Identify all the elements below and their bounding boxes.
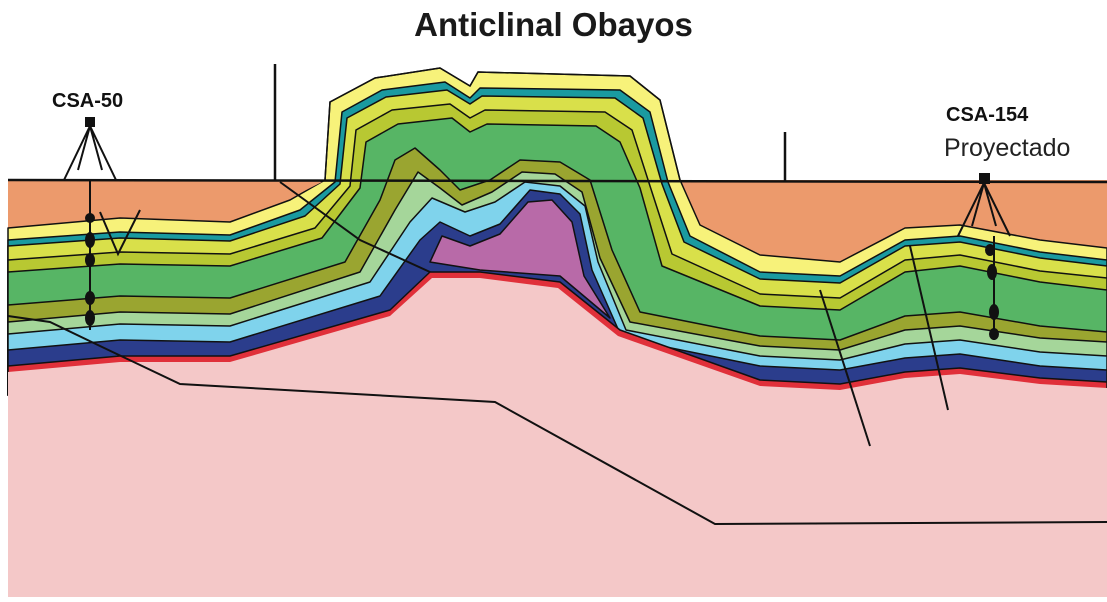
well-csa50-derrick [64, 126, 116, 180]
well-csa50-derrick-head [86, 118, 94, 126]
diagram-title: Anticlinal Obayos [0, 6, 1107, 44]
well-label-csa154: CSA-154 [946, 104, 1028, 127]
well-label-csa50: CSA-50 [52, 90, 123, 113]
well-csa154-derrick-head [980, 174, 989, 183]
fold-layers [8, 68, 1107, 597]
well-note-csa154: Proyectado [944, 134, 1070, 163]
